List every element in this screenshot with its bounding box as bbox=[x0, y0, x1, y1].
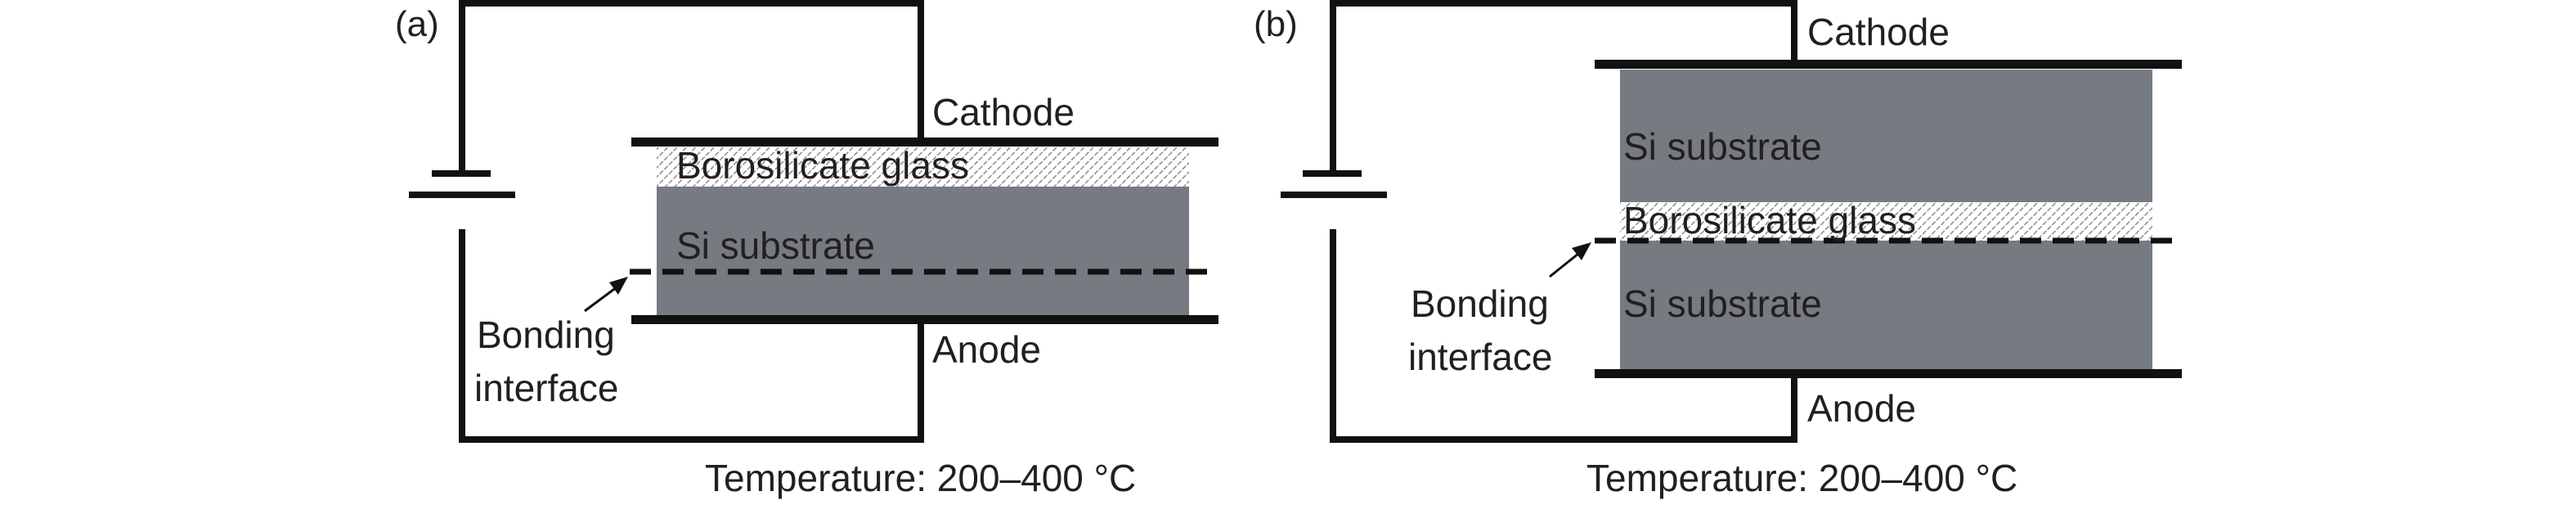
si-substrate-bottom-layer bbox=[1620, 241, 2152, 372]
cathode-plate bbox=[1595, 60, 2182, 69]
cathode-label-b: Cathode bbox=[1807, 11, 1950, 53]
borosilicate-glass-layer bbox=[1620, 202, 2152, 241]
panel-label-b: (b) bbox=[1254, 4, 1298, 44]
panel-b: (b) Cathode Si substrate Borosilicate gl… bbox=[1254, 0, 2182, 499]
panel-label-a: (a) bbox=[395, 4, 439, 44]
cathode-plate bbox=[631, 138, 1218, 147]
bonding-interface-label-a-line2: interface bbox=[474, 367, 618, 409]
glass-label-a: Borosilicate glass bbox=[676, 144, 969, 187]
bonding-interface-label-b-line1: Bonding bbox=[1411, 282, 1549, 325]
borosilicate-glass-layer bbox=[657, 147, 1189, 187]
arrow-icon bbox=[1549, 242, 1591, 278]
bonding-interface-label-b-line2: interface bbox=[1408, 336, 1552, 378]
cathode-label-a: Cathode bbox=[932, 91, 1075, 133]
bonding-interface-label-a-line1: Bonding bbox=[477, 313, 615, 356]
si-substrate-label-b-bottom: Si substrate bbox=[1623, 282, 1822, 325]
anode-label-a: Anode bbox=[932, 328, 1041, 371]
temperature-label-a: Temperature: 200–400 °C bbox=[705, 457, 1136, 499]
circuit-wire-top bbox=[1330, 0, 1797, 172]
anode-label-b: Anode bbox=[1807, 387, 1916, 430]
anode-plate bbox=[631, 315, 1218, 324]
glass-label-b: Borosilicate glass bbox=[1623, 199, 1916, 241]
si-substrate-label-b-top: Si substrate bbox=[1623, 125, 1822, 168]
circuit-wire-bottom bbox=[459, 229, 924, 443]
si-substrate-layer bbox=[657, 187, 1189, 318]
panel-a: (a) Cathode Borosilicate glass Si substr… bbox=[395, 0, 1218, 499]
circuit-wire-bottom bbox=[1330, 229, 1797, 443]
temperature-label-b: Temperature: 200–400 °C bbox=[1586, 457, 2017, 499]
anode-plate bbox=[1595, 369, 2182, 378]
si-substrate-label-a: Si substrate bbox=[676, 224, 875, 267]
circuit-wire-top bbox=[459, 0, 924, 172]
battery-icon bbox=[1281, 170, 1387, 198]
arrow-icon bbox=[584, 277, 628, 313]
battery-icon bbox=[409, 170, 515, 198]
si-substrate-top-layer bbox=[1620, 70, 2152, 202]
